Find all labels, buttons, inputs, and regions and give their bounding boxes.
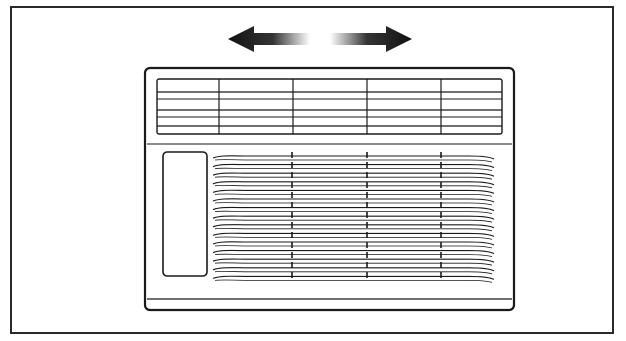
ac-unit	[143, 66, 516, 312]
grille-slat-top	[212, 163, 495, 169]
grille-slat-bottom	[214, 184, 493, 189]
grille-slat-bottom	[214, 167, 493, 171]
control-panel	[162, 151, 208, 277]
grille-slat-top	[212, 155, 495, 160]
grille-slat-top	[212, 249, 495, 255]
grille-slat-top	[212, 198, 495, 203]
grille-slat-top	[212, 172, 495, 177]
grille-slat-bottom	[214, 159, 493, 163]
right-arrow-icon	[330, 26, 412, 52]
grille-slat-bottom	[214, 270, 493, 275]
grille-slat-bottom	[214, 245, 493, 249]
grille-slat-top	[212, 258, 495, 263]
grille-slat-bottom	[214, 202, 493, 206]
grille-slat-top	[212, 189, 495, 194]
airflow-arrows	[228, 26, 412, 52]
grille-slat-bottom	[214, 262, 493, 266]
grille-slat-top	[212, 241, 495, 246]
grille-slat-top	[212, 181, 495, 186]
top-louver-grille	[156, 78, 503, 135]
left-arrow-icon	[228, 26, 310, 52]
grille-slat-bottom	[214, 219, 493, 223]
grille-slat-top	[212, 215, 495, 220]
grille-slat-top	[212, 267, 495, 272]
front-intake-grille	[212, 155, 495, 283]
grille-supports	[291, 152, 442, 282]
grille-slat-top	[212, 232, 495, 237]
grille-slat-bottom	[214, 279, 493, 283]
grille-slat-bottom	[214, 227, 493, 232]
grille-slat-bottom	[214, 253, 493, 257]
grille-slat-bottom	[214, 193, 493, 197]
grille-slat-bottom	[214, 176, 493, 180]
grille-slat-bottom	[214, 210, 493, 214]
grille-slat-top	[212, 206, 495, 212]
grille-slat-top	[212, 224, 495, 229]
grille-slat-bottom	[214, 236, 493, 240]
grille-slat-top	[212, 275, 495, 280]
unit-outer-casing	[143, 66, 516, 312]
